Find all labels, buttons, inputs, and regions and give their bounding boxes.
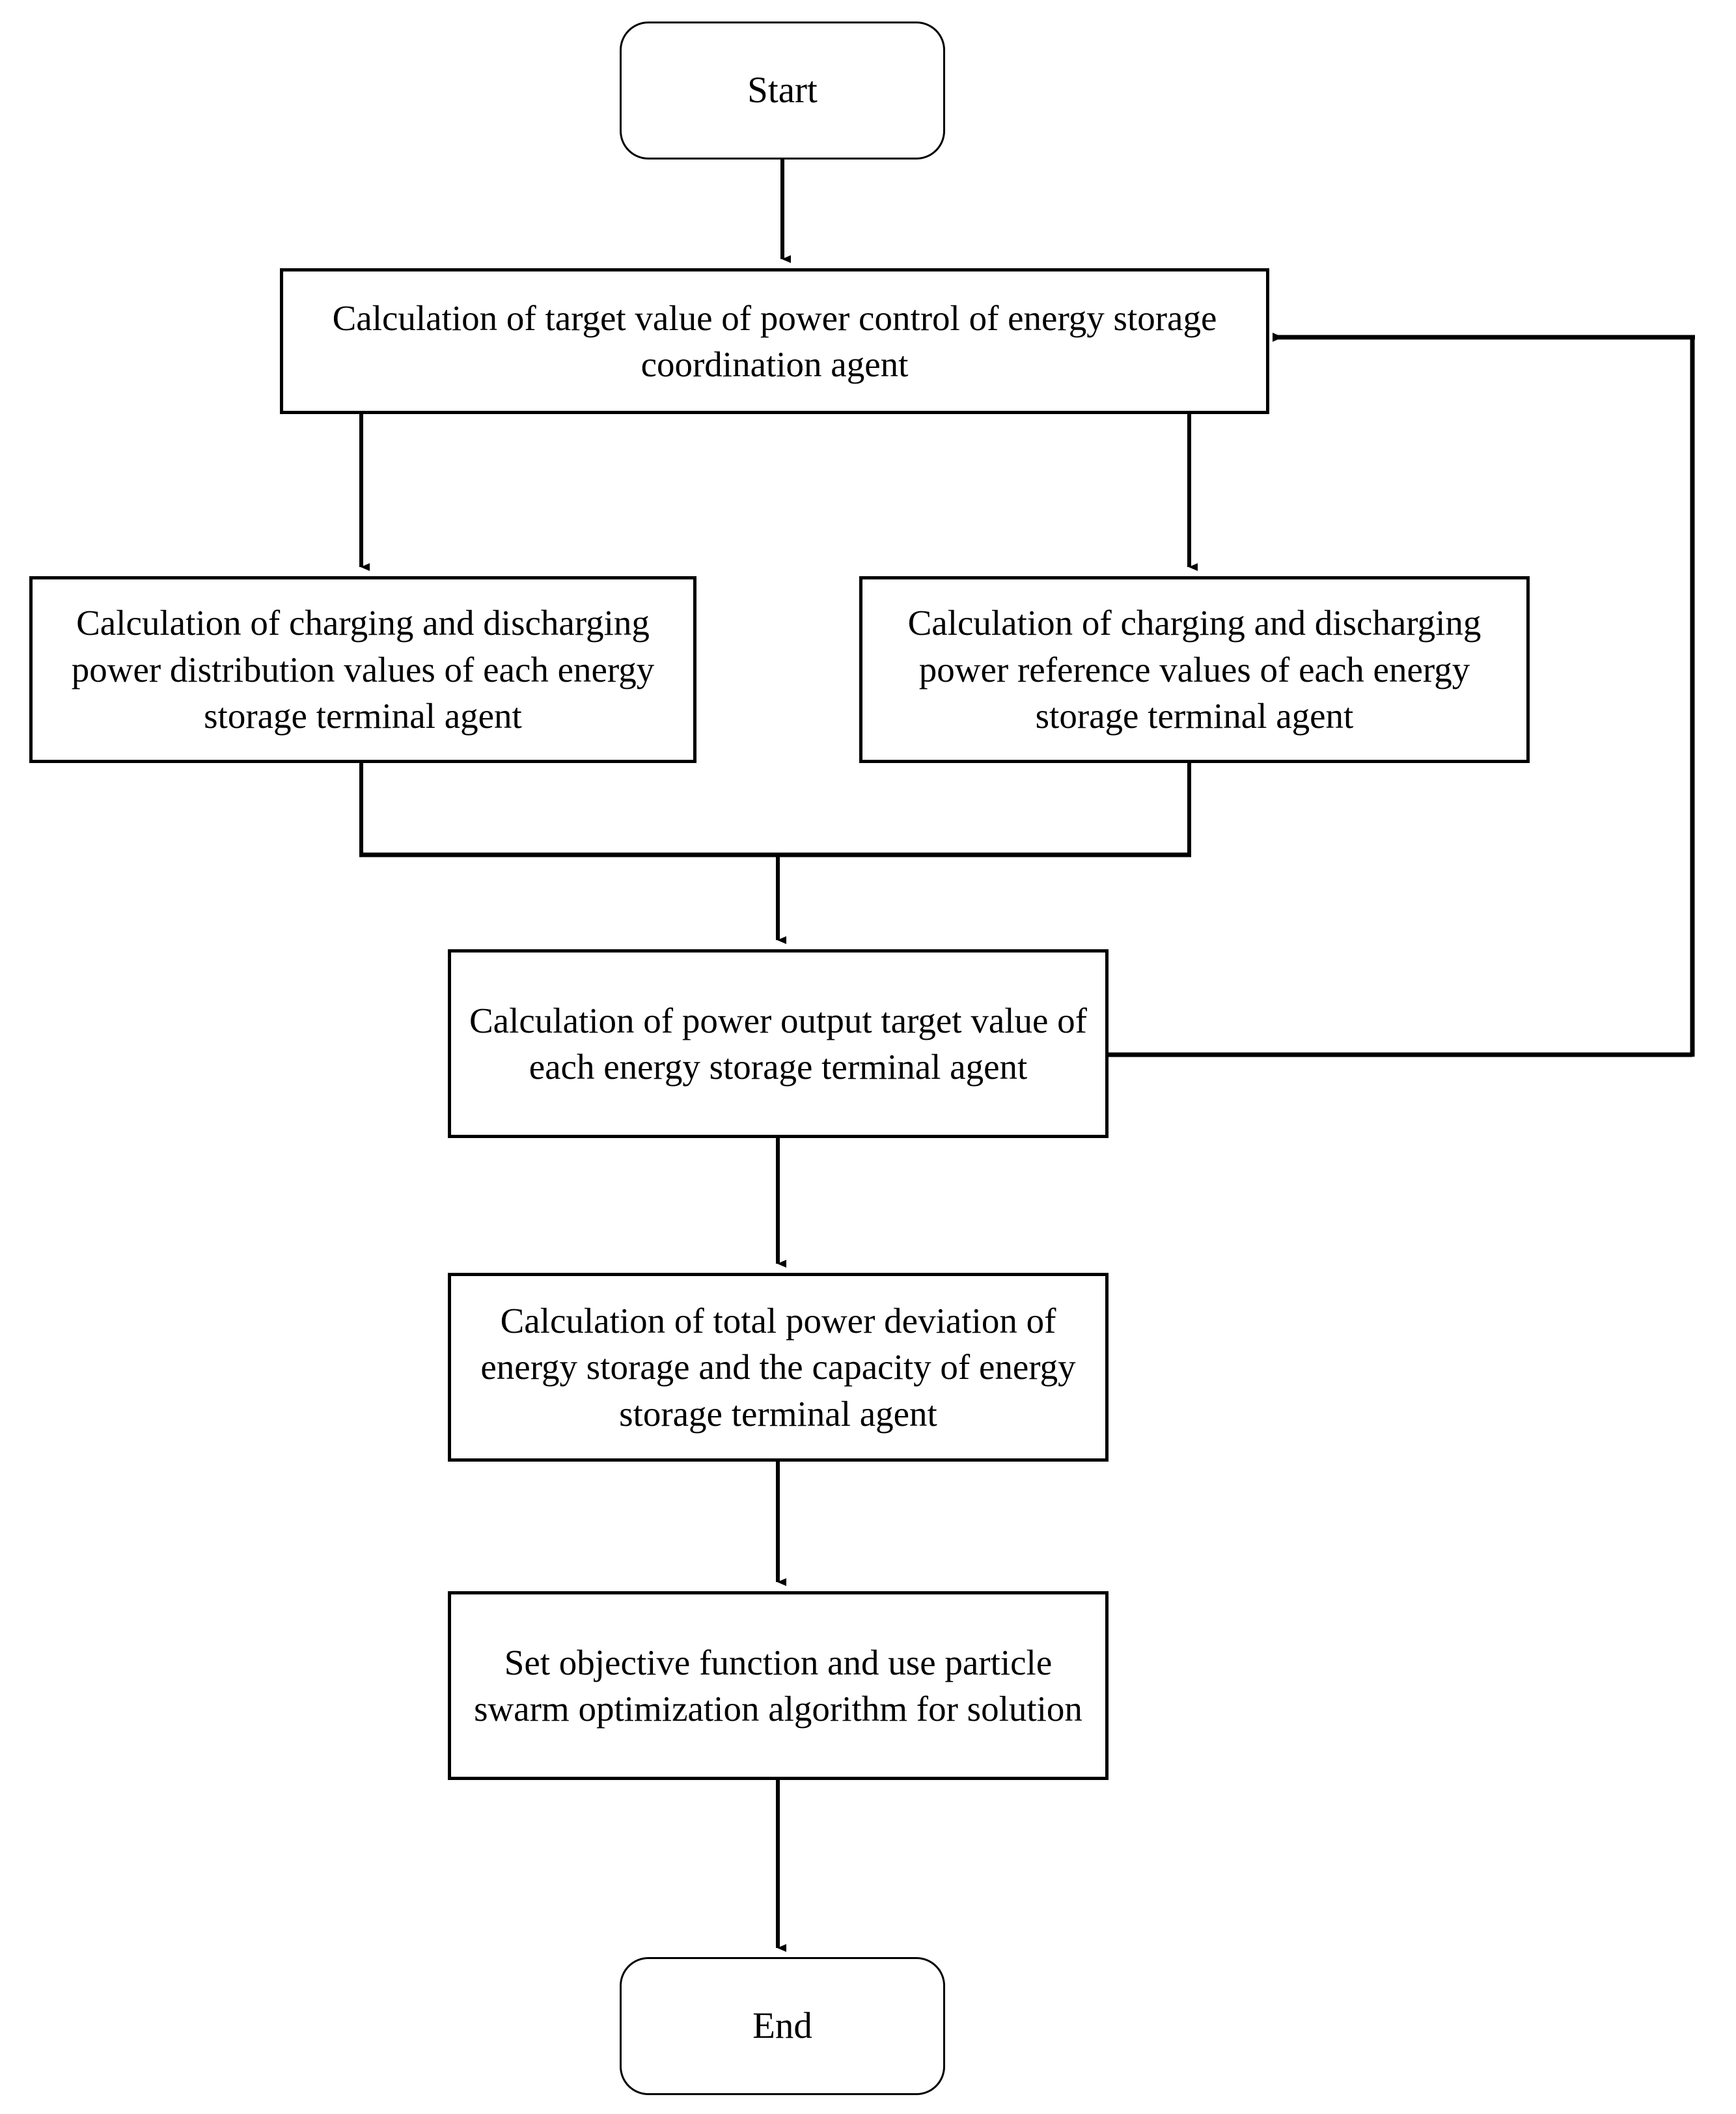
node-start[interactable]: Start <box>620 21 945 160</box>
node-set-objective-pso[interactable]: Set objective function and use particle … <box>448 1591 1109 1780</box>
node-calc-reference[interactable]: Calculation of charging and discharging … <box>859 576 1530 763</box>
edge-feedback-loop <box>1109 333 1695 1057</box>
node-calc-output-target-label: Calculation of power output target value… <box>469 1000 1087 1087</box>
node-calc-target-value[interactable]: Calculation of target value of power con… <box>280 268 1269 414</box>
node-calc-output-target[interactable]: Calculation of power output target value… <box>448 949 1109 1138</box>
node-start-label: Start <box>747 69 818 111</box>
node-calc-reference-label: Calculation of charging and discharging … <box>907 603 1481 736</box>
node-end-label: End <box>752 2005 812 2046</box>
node-calc-distribution[interactable]: Calculation of charging and discharging … <box>29 576 696 763</box>
node-set-objective-pso-label: Set objective function and use particle … <box>474 1642 1082 1729</box>
node-calc-deviation[interactable]: Calculation of total power deviation of … <box>448 1273 1109 1462</box>
node-calc-target-value-label: Calculation of target value of power con… <box>332 298 1217 385</box>
edge-distribution-and-reference-merge <box>359 763 1191 944</box>
node-calc-deviation-label: Calculation of total power deviation of … <box>480 1300 1076 1434</box>
node-end[interactable]: End <box>620 1957 945 2095</box>
node-calc-distribution-label: Calculation of charging and discharging … <box>71 603 655 736</box>
